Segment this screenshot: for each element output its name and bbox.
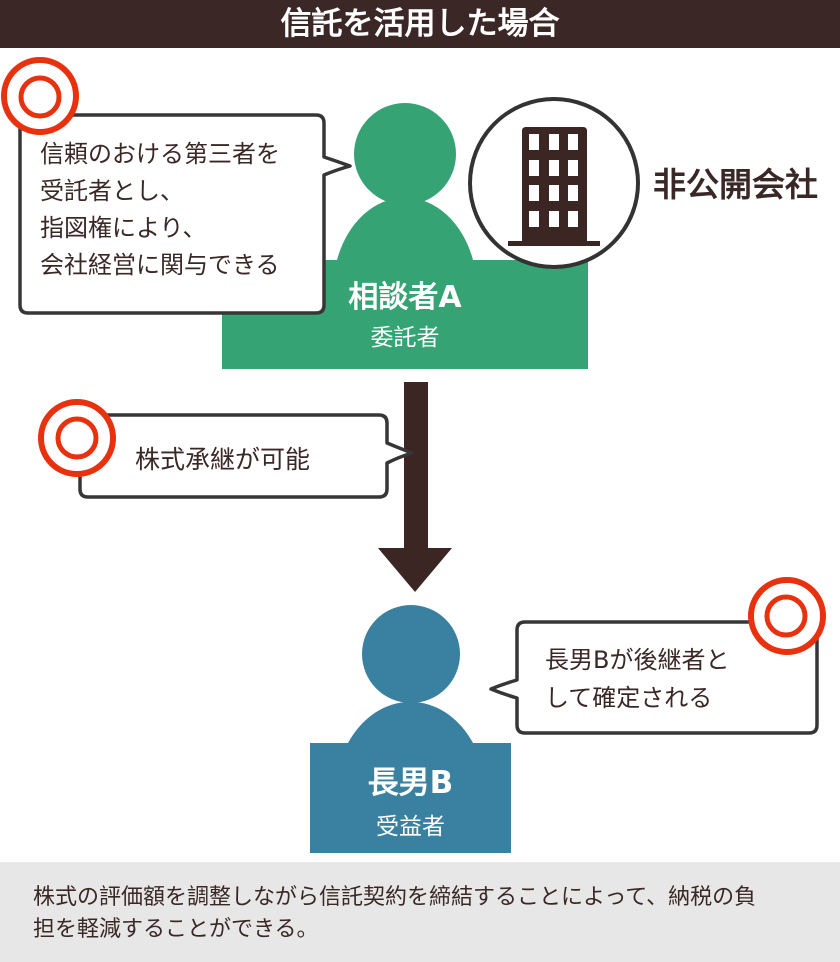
bubble-line: 信頼のおける第三者を: [40, 140, 280, 168]
footer-line: 株式の評価額を調整しながら信託契約を締結することによって、納税の負: [33, 885, 757, 910]
speech-bubble-1: [18, 113, 352, 315]
bubble-2-text: 株式承継が可能: [135, 442, 310, 478]
page-title: 信託を活用した場合: [280, 6, 560, 42]
beneficiary-box: [310, 743, 511, 853]
double-circle-icon: [748, 577, 826, 655]
bubble-line: 受託者とし、: [40, 177, 184, 205]
footer-note: 株式の評価額を調整しながら信託契約を締結することによって、納税の負 担を軽減する…: [0, 862, 840, 962]
beneficiary-person-icon: [348, 605, 473, 743]
company-badge: [468, 97, 640, 269]
bubble-line: 長男Bが後継者と: [545, 646, 730, 674]
bubble-line: 株式承継が可能: [135, 445, 311, 474]
company-label: 非公開会社: [653, 165, 818, 204]
bubble-3-text: 長男Bが後継者と して確定される: [545, 641, 729, 717]
client-person-icon: [337, 103, 473, 260]
client-name: 相談者A: [348, 280, 462, 315]
speech-bubble-2: [78, 413, 414, 499]
bubble-1-text: 信頼のおける第三者を 受託者とし、 指図権により、 会社経営に関与できる: [40, 136, 280, 284]
beneficiary-role: 受益者: [376, 814, 445, 840]
beneficiary-name: 長男B: [367, 765, 454, 801]
footer-line: 担を軽減することができる。: [33, 917, 319, 942]
double-circle-icon: [1, 57, 79, 135]
arrow-down-icon: [378, 382, 452, 592]
double-circle-icon: [38, 399, 116, 477]
client-role: 委託者: [370, 325, 440, 351]
bubble-line: 指図権により、: [40, 214, 207, 242]
footer-text: 株式の評価額を調整しながら信託契約を締結することによって、納税の負 担を軽減する…: [33, 882, 756, 946]
bubble-line: して確定される: [545, 684, 713, 712]
title-bar: 信託を活用した場合: [0, 0, 840, 48]
bubble-line: 会社経営に関与できる: [40, 251, 280, 279]
building-icon: [508, 127, 600, 246]
